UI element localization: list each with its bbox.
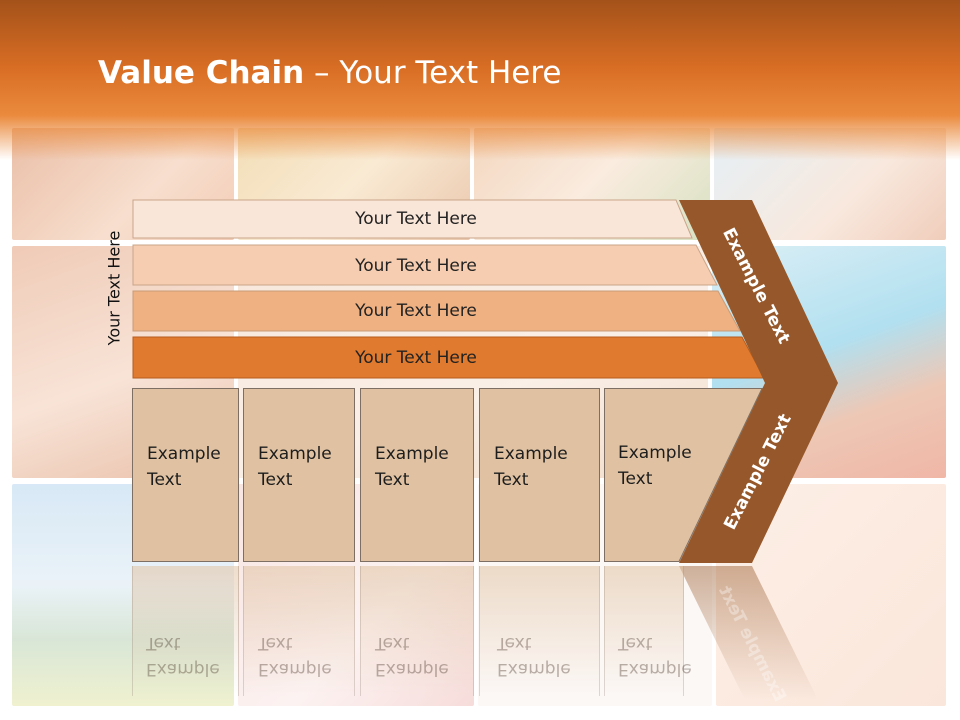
box-4-reflection xyxy=(479,566,600,696)
slide-title: Value Chain – Your Text Here xyxy=(98,55,561,91)
box-5-line1: Example xyxy=(618,443,692,463)
row-4-label: Your Text Here xyxy=(355,347,477,368)
title-rest: – Your Text Here xyxy=(304,55,562,91)
chevron-arrow xyxy=(679,200,838,563)
box-3-line1: Example xyxy=(375,444,449,464)
title-bold: Value Chain xyxy=(98,55,305,91)
box-1-reflection xyxy=(132,566,239,696)
row-2: Your Text Here xyxy=(133,245,699,286)
box-4-line1: Example xyxy=(494,444,568,464)
box-5: Example Text xyxy=(604,388,764,562)
box-4-line2: Text xyxy=(494,470,529,490)
box-5-reflection xyxy=(604,566,684,696)
row-shape-1 xyxy=(132,199,693,239)
row-1: Your Text Here xyxy=(133,200,699,238)
box-3-line2: Text xyxy=(375,470,410,490)
row-2-label: Your Text Here xyxy=(355,255,477,276)
row-3-label: Your Text Here xyxy=(355,301,477,321)
row-1-label: Your Text Here xyxy=(355,209,477,229)
row-3: Your Text Here xyxy=(133,291,699,331)
box-2-line1: Example xyxy=(258,444,332,464)
row-shape-3 xyxy=(132,290,741,332)
box-3-reflection xyxy=(360,566,474,696)
box-5-shape xyxy=(604,388,763,562)
box-2-line2: Text xyxy=(258,470,293,490)
header-band xyxy=(0,0,960,160)
row-4: Your Text Here xyxy=(133,337,699,378)
box-2-reflection xyxy=(243,566,355,696)
chevron-reflection xyxy=(679,566,818,700)
box-1-line1: Example xyxy=(147,444,221,464)
box-1-line2: Text xyxy=(147,470,182,490)
row-shape-2 xyxy=(132,244,718,286)
box-5-line2: Text xyxy=(618,469,653,489)
